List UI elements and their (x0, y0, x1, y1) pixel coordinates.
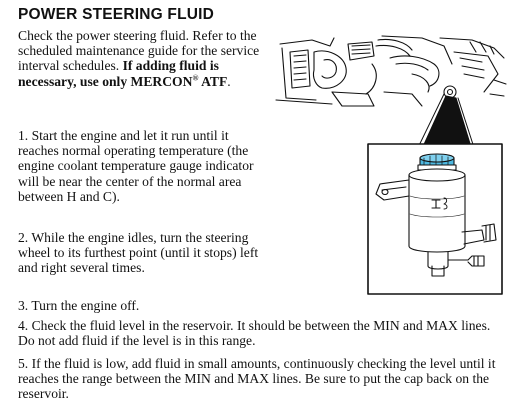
intro-text: Check the power steering fluid. Refer to… (18, 28, 260, 74)
step-1: 1. Start the engine and let it run until… (18, 128, 254, 204)
step-5: 5. If the fluid is low, add fluid in sma… (18, 356, 496, 402)
intro-paragraph: Check the power steering fluid. Refer to… (18, 28, 266, 89)
step-3: 3. Turn the engine off. (18, 298, 140, 313)
intro-bold-end: ATF (198, 73, 228, 89)
intro-bold-text: If adding fluid is necessary, use only M… (18, 58, 219, 89)
engine-bay-sketch (275, 35, 507, 107)
reservoir-drawing (375, 153, 497, 277)
step-4: 4. Check the fluid level in the reservoi… (18, 318, 491, 349)
registered-mark: ® (192, 73, 199, 83)
intro-end: . (227, 73, 231, 89)
section-title: POWER STEERING FLUID (18, 6, 215, 23)
step-2: 2. While the engine idles, turn the stee… (18, 230, 259, 276)
power-steering-reservoir-illustration (275, 35, 507, 295)
